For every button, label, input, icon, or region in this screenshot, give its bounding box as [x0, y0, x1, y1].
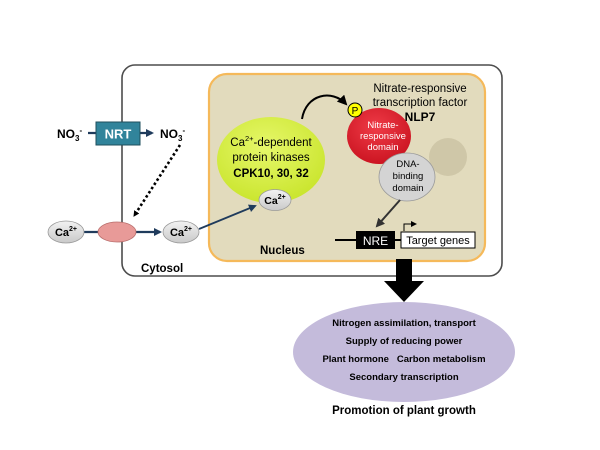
- nre-label: NRE: [363, 234, 388, 248]
- cytosol-label: Cytosol: [141, 263, 183, 275]
- tf-title-line2: transcription factor: [373, 97, 468, 109]
- target-genes-box: [400, 231, 476, 249]
- calcium-channel: [97, 221, 137, 243]
- nrt-transporter: [95, 121, 141, 146]
- kinase-line1: Ca2+-dependent: [230, 134, 312, 149]
- phosphate-tag: [347, 102, 363, 118]
- result-label: Promotion of plant growth: [332, 405, 476, 417]
- kinase-line2: protein kinases: [232, 152, 310, 164]
- dbd-line3: domain: [392, 183, 423, 194]
- dbd-line2: binding: [393, 171, 424, 182]
- nitrate-responsive-domain: [347, 108, 411, 164]
- dbd-line1: DNA-: [396, 159, 419, 170]
- calcium-ion-bound: [258, 189, 292, 211]
- calcium-bound-label: Ca2+: [264, 194, 285, 207]
- nucleus-label: Nucleus: [260, 245, 305, 257]
- nitrate-signal-dotted-arrow: [132, 144, 182, 217]
- tf-name: NLP7: [405, 110, 436, 124]
- outcome-arrow: [384, 259, 424, 302]
- dna-binding-arrow: [375, 199, 401, 228]
- outcomes-ellipse: [293, 302, 515, 402]
- nitrate-outside-label: NO3-: [57, 126, 82, 143]
- nre-element: [356, 231, 395, 249]
- phosphate-label: P: [352, 106, 359, 117]
- outcome-item-2: Supply of reducing power: [346, 336, 463, 347]
- calcium-ion-cytosol: [162, 220, 200, 244]
- calcium-ion-outside: [47, 220, 85, 244]
- calcium-cytosol-label: Ca2+: [170, 226, 192, 239]
- calcium-outside-label: Ca2+: [55, 226, 77, 239]
- outcome-item-1: Nitrogen assimilation, transport: [332, 318, 476, 329]
- outcome-item-4: Secondary transcription: [349, 372, 458, 383]
- calcium-binding-arrow: [198, 204, 257, 230]
- nr-domain-line2: responsive: [360, 131, 406, 142]
- nrt-label: NRT: [105, 127, 132, 142]
- tf-extra-domain: [429, 138, 467, 176]
- tf-title-line1: Nitrate-responsive: [373, 83, 466, 95]
- target-genes-label: Target genes: [406, 235, 470, 247]
- phosphorylation-arrow: [301, 94, 348, 120]
- outcome-item-3: Plant hormone Carbon metabolism: [322, 354, 485, 365]
- nitrate-inside-label: NO3-: [160, 126, 185, 143]
- dna-binding-domain: [378, 152, 436, 202]
- nr-domain-line1: Nitrate-: [367, 120, 398, 131]
- nr-domain-line3: domain: [367, 142, 398, 153]
- kinase-line3: CPK10, 30, 32: [233, 168, 308, 180]
- transcription-start-arrow: [403, 221, 417, 231]
- cpk-kinase-circle: [217, 117, 325, 203]
